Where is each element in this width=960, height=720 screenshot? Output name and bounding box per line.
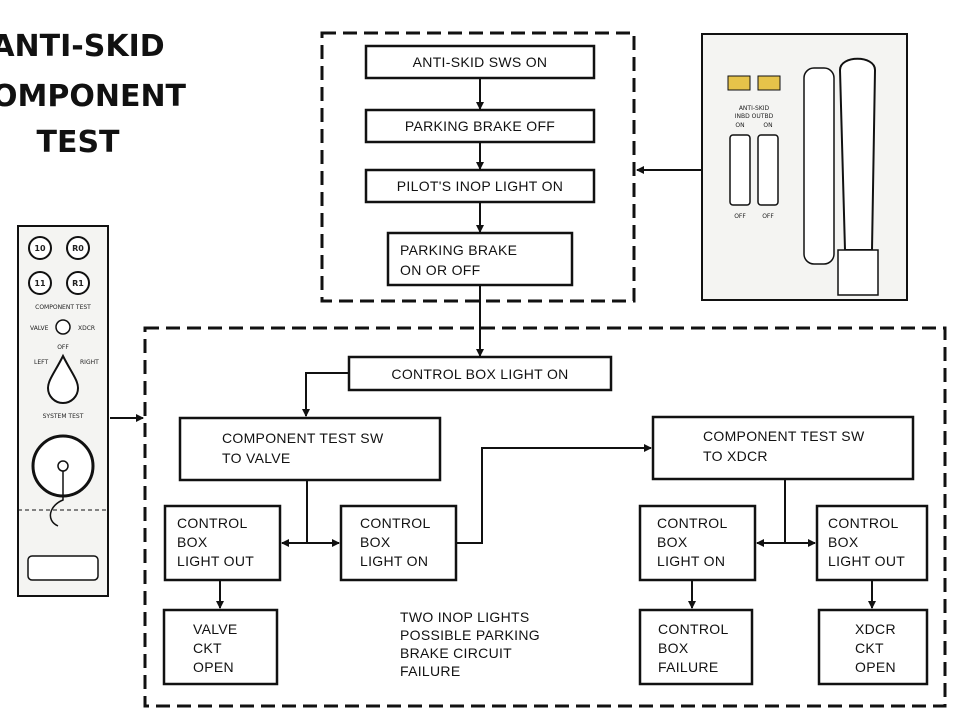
left-control-box-light-out: CONTROL BOX LIGHT OUT — [163, 504, 282, 582]
arrow-controlbox-valve — [302, 372, 349, 417]
warning-light-left-icon — [727, 75, 751, 91]
page-title: ANTI-SKID COMPONENT TEST — [0, 29, 187, 160]
arrow-left-on-to-xdcr — [456, 444, 652, 544]
svg-text:TO XDCR: TO XDCR — [703, 448, 768, 464]
svg-text:COMPONENT TEST SW: COMPONENT TEST SW — [222, 430, 384, 446]
test-frame — [143, 326, 947, 708]
title-line-1: ANTI-SKID — [0, 29, 165, 64]
component-test-knob[interactable] — [55, 319, 71, 335]
switch-header-2: INBD OUTBD — [735, 113, 774, 120]
svg-text:TWO INOP LIGHTS: TWO INOP LIGHTS — [400, 609, 529, 625]
svg-text:PARKING BRAKE OFF: PARKING BRAKE OFF — [405, 118, 555, 134]
svg-text:CKT: CKT — [193, 640, 222, 656]
svg-text:LIGHT ON: LIGHT ON — [657, 553, 725, 569]
right-label: RIGHT — [80, 359, 99, 366]
svg-text:LIGHT OUT: LIGHT OUT — [177, 553, 254, 569]
right-control-box-light-on: CONTROL BOX LIGHT ON — [638, 504, 757, 582]
svg-text:TO VALVE: TO VALVE — [222, 450, 291, 466]
selector-knob-icon[interactable] — [46, 353, 80, 404]
svg-text:COMPONENT TEST SW: COMPONENT TEST SW — [703, 428, 865, 444]
svg-text:CONTROL BOX LIGHT ON: CONTROL BOX LIGHT ON — [391, 366, 568, 382]
setup-frame — [320, 31, 636, 303]
svg-text:PARKING BRAKE: PARKING BRAKE — [400, 242, 517, 258]
svg-text:CKT: CKT — [855, 640, 884, 656]
svg-text:FAILURE: FAILURE — [658, 659, 718, 675]
title-line-2: COMPONENT — [0, 79, 187, 114]
svg-text:CONTROL: CONTROL — [657, 515, 728, 531]
off-label: OFF — [57, 344, 69, 351]
inop-lights-note: TWO INOP LIGHTS POSSIBLE PARKING BRAKE C… — [400, 609, 540, 679]
svg-text:OPEN: OPEN — [855, 659, 896, 675]
svg-text:R0: R0 — [72, 244, 84, 253]
warning-light-right-icon — [757, 75, 781, 91]
anti-skid-switch-panel: ANTI-SKID INBD OUTBD ON ON OFF OFF — [701, 33, 908, 301]
svg-text:BOX: BOX — [360, 534, 391, 550]
control-box-light-on: CONTROL BOX LIGHT ON — [347, 355, 613, 392]
left-label: LEFT — [34, 359, 48, 366]
valve-test-box: COMPONENT TEST SW TO VALVE — [178, 416, 442, 482]
svg-text:R1: R1 — [72, 279, 84, 288]
setup-step-1: ANTI-SKID SWS ON — [364, 44, 596, 80]
svg-text:11: 11 — [34, 279, 46, 288]
svg-text:BOX: BOX — [657, 534, 688, 550]
title-line-3: TEST — [36, 125, 120, 160]
brake-lever-track — [803, 67, 835, 265]
svg-text:VALVE: VALVE — [193, 621, 238, 637]
setup-step-3: PILOT'S INOP LIGHT ON — [364, 168, 596, 204]
svg-text:ON OR OFF: ON OR OFF — [400, 262, 480, 278]
svg-text:CONTROL: CONTROL — [360, 515, 431, 531]
indicator-light-r0: R0 — [66, 236, 90, 260]
switch-header-1: ANTI-SKID — [739, 105, 770, 112]
svg-text:CONTROL: CONTROL — [658, 621, 729, 637]
svg-text:PILOT'S INOP LIGHT ON: PILOT'S INOP LIGHT ON — [397, 178, 563, 194]
svg-text:OFF: OFF — [734, 213, 746, 220]
svg-text:BRAKE CIRCUIT: BRAKE CIRCUIT — [400, 645, 512, 661]
svg-text:XDCR: XDCR — [855, 621, 896, 637]
svg-text:LIGHT OUT: LIGHT OUT — [828, 553, 905, 569]
right-control-box-light-out: CONTROL BOX LIGHT OUT — [815, 504, 929, 582]
svg-text:FAILURE: FAILURE — [400, 663, 460, 679]
parking-brake-lever-icon[interactable] — [838, 57, 877, 251]
setup-step-4: PARKING BRAKE ON OR OFF — [386, 231, 574, 287]
indicator-light-10: 10 — [28, 236, 52, 260]
svg-text:BOX: BOX — [828, 534, 859, 550]
valve-label: VALVE — [30, 325, 49, 332]
svg-text:10: 10 — [34, 244, 46, 253]
svg-text:CONTROL: CONTROL — [828, 515, 899, 531]
svg-text:LIGHT ON: LIGHT ON — [360, 553, 428, 569]
control-box-failure-result: CONTROL BOX FAILURE — [638, 608, 754, 686]
anti-skid-control-panel: 10 R0 11 R1 COMPONENT TEST VALVE XDCR OF… — [17, 225, 109, 597]
inboard-switch[interactable] — [729, 134, 751, 206]
svg-text:OPEN: OPEN — [193, 659, 234, 675]
valve-ckt-open-result: VALVE CKT OPEN — [162, 608, 279, 686]
svg-text:CONTROL: CONTROL — [177, 515, 248, 531]
setup-step-2: PARKING BRAKE OFF — [364, 108, 596, 144]
svg-text:OFF: OFF — [762, 213, 774, 220]
system-test-label: SYSTEM TEST — [43, 413, 84, 420]
indicator-light-r1: R1 — [66, 271, 90, 295]
component-test-label: COMPONENT TEST — [35, 304, 91, 311]
svg-text:ON: ON — [763, 122, 772, 129]
svg-text:BOX: BOX — [658, 640, 689, 656]
panel-bottom-switch[interactable] — [27, 555, 99, 581]
svg-text:POSSIBLE PARKING: POSSIBLE PARKING — [400, 627, 540, 643]
indicator-light-11: 11 — [28, 271, 52, 295]
svg-text:BOX: BOX — [177, 534, 208, 550]
outboard-switch[interactable] — [757, 134, 779, 206]
svg-text:ON: ON — [735, 122, 744, 129]
xdcr-label: XDCR — [78, 325, 95, 332]
xdcr-test-box: COMPONENT TEST SW TO XDCR — [651, 415, 915, 481]
svg-text:ANTI-SKID SWS ON: ANTI-SKID SWS ON — [413, 54, 548, 70]
left-control-box-light-on: CONTROL BOX LIGHT ON — [339, 504, 458, 582]
xdcr-ckt-open-result: XDCR CKT OPEN — [817, 608, 929, 686]
